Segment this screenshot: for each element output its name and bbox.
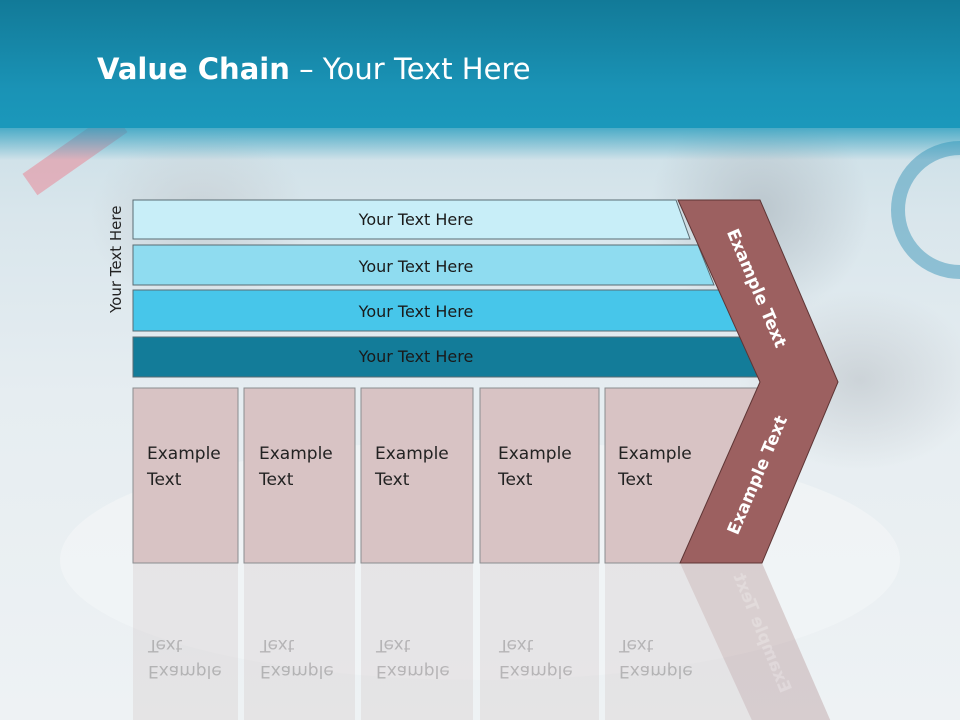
chevron-shape[interactable]: [677, 199, 839, 564]
box-2[interactable]: [243, 387, 356, 564]
reflection-chevron: [680, 563, 831, 720]
header-band: [0, 0, 960, 128]
box-3-line2: Text: [374, 470, 410, 490]
box-4-line2: Text: [497, 470, 533, 490]
reflection-text-2b: Text: [259, 635, 295, 655]
page-title: Value Chain – Your Text Here: [97, 52, 531, 86]
reflection-text-3: Example: [376, 661, 450, 681]
box-5-line1: Example: [618, 444, 692, 464]
reflection-text-2: Example: [260, 661, 334, 681]
box-2-line2: Text: [258, 470, 294, 490]
support-bars: Your Text Here Your Text Here Your Text …: [132, 199, 763, 378]
reflection-text-3b: Text: [375, 635, 411, 655]
box-2-line1: Example: [259, 444, 333, 464]
reflection-box-3: [361, 563, 473, 720]
diagram-reflection: [133, 563, 831, 720]
bar-2[interactable]: [132, 244, 715, 286]
box-3[interactable]: [360, 387, 474, 564]
reflection-text-1: Example: [148, 661, 222, 681]
bar-4-label: Your Text Here: [358, 347, 474, 366]
primary-boxes: Example Text Example Text Example Text E…: [132, 387, 763, 564]
reflection-text-5b: Text: [618, 635, 654, 655]
decor-ring-icon: [891, 141, 960, 279]
box-1[interactable]: [132, 387, 239, 564]
margin-chevron: Example Text Example Text: [677, 199, 839, 564]
bar-1-label: Your Text Here: [358, 210, 474, 229]
box-1-line2: Text: [146, 470, 182, 490]
reflection-text-1b: Text: [147, 635, 183, 655]
title-bold: Value Chain: [97, 52, 290, 86]
box-5-line2: Text: [617, 470, 653, 490]
box-4-line1: Example: [498, 444, 572, 464]
title-rest: – Your Text Here: [289, 52, 531, 86]
reflection-boxes: [133, 563, 831, 720]
reflection-text-4b: Text: [498, 635, 534, 655]
reflection-box-4: [480, 563, 599, 720]
bar-3-label: Your Text Here: [358, 302, 474, 321]
bar-2-label: Your Text Here: [358, 257, 474, 276]
reflection-text-5: Example: [619, 661, 693, 681]
header-fade: [0, 120, 960, 160]
reflection-text-4: Example: [499, 661, 573, 681]
box-1-line1: Example: [147, 444, 221, 464]
reflection-box-1: [133, 563, 238, 720]
reflection-box-5: [605, 563, 757, 720]
box-3-line1: Example: [375, 444, 449, 464]
box-4[interactable]: [479, 387, 600, 564]
reflection-box-2: [244, 563, 355, 720]
bar-1[interactable]: [132, 199, 691, 240]
